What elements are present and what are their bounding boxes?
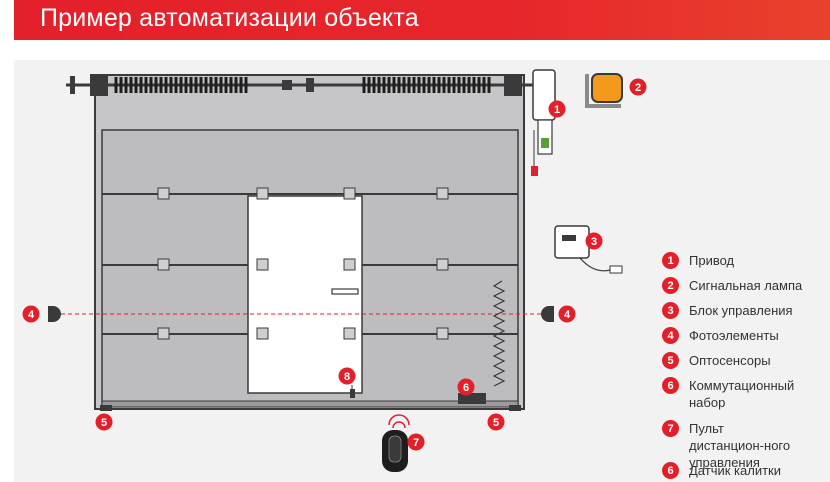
coupling-left [282,80,292,90]
legend-number: 6 [662,462,679,479]
callout-lamp-label: 2 [635,82,641,94]
motor-connector [541,138,549,148]
signal-lamp [591,73,623,103]
legend-number: 2 [662,277,679,294]
callout-optosensor-left-label: 5 [101,417,107,429]
legend-item: 3 Блок управления [662,302,819,319]
legend-item: 7 Пульт дистанцион-ного управления [662,420,801,471]
legend-label: Сигнальная лампа [689,278,803,293]
callout-switching-set-label: 6 [463,382,469,394]
callout-photocell-left-label: 4 [28,309,35,321]
control-box-plug [609,265,623,274]
callout-photocell-right: 4 [558,305,576,323]
control-box-cable [579,257,611,272]
legend-item: 4 Фотоэлементы [662,327,819,344]
callout-wicket-sensor-label: 8 [344,371,350,383]
legend-item: 1 Привод [662,252,819,269]
callout-photocell-left: 4 [22,305,40,323]
legend-label: Оптосенсоры [689,353,771,368]
callout-photocell-right-label: 4 [564,309,571,321]
legend-label: Датчик калитки [689,463,781,478]
legend-number: 6 [662,377,679,394]
callout-control-box: 3 [585,232,603,250]
optosensor-left-mount [100,405,112,411]
spring-right [362,77,491,93]
callout-motor-label: 1 [554,104,560,116]
control-box-display [562,235,576,241]
drum-left [90,74,108,96]
legend-item: 2 Сигнальная лампа [662,277,819,294]
manual-release-handle [531,166,538,176]
bottom-rail [101,400,519,408]
legend-item: 5 Оптосенсоры [662,352,819,369]
photocell-right [541,306,554,322]
switching-set-box [458,393,486,404]
legend-item: 6 Коммутационный набор [662,377,799,411]
switching-set-cable [492,280,506,387]
legend-number: 3 [662,302,679,319]
spring-left [114,77,248,93]
callout-remote-label: 7 [413,437,419,449]
legend-number: 4 [662,327,679,344]
lamp-bracket [585,74,621,108]
motor-chain-box [537,119,553,155]
legend-label: Привод [689,253,735,268]
door-diagram: 1 2 3 4 4 5 5 6 [14,60,830,482]
callout-switching-set: 6 [457,378,475,396]
callout-remote: 7 [407,433,425,451]
callout-lamp: 2 [629,78,647,96]
legend-label: Фотоэлементы [689,328,779,343]
legend-number: 1 [662,252,679,269]
legend-item: 6 Датчик калитки [662,462,819,479]
shaft-end [70,76,75,94]
wicket-handle [331,288,359,295]
legend-number: 5 [662,352,679,369]
drum-right [504,74,522,96]
coupling-right [306,78,314,92]
callout-motor: 1 [548,100,566,118]
optosensor-right-mount [509,405,521,411]
legend-label: Пульт дистанцион-ного управления [689,421,791,470]
callout-wicket-sensor: 8 [338,367,356,385]
photocell-left [48,306,61,322]
callout-optosensor-left: 5 [95,413,113,431]
wicket-sensor [350,389,355,398]
remote-signal-inner [392,421,406,429]
legend-label: Блок управления [689,303,793,318]
remote-signal-outer [388,414,410,426]
legend-label: Коммутационный набор [689,378,795,410]
header-bar: Пример автоматизации объекта [14,0,830,40]
callout-control-box-label: 3 [591,236,597,248]
callout-optosensor-right-label: 5 [493,417,499,429]
legend-number: 7 [662,420,679,437]
diagram-svg: 1 2 3 4 4 5 5 6 [22,69,647,472]
callout-optosensor-right: 5 [487,413,505,431]
page-title: Пример автоматизации объекта [40,4,419,32]
control-box [554,225,590,259]
remote-buttons [388,435,402,463]
wicket-hinges [256,187,356,340]
